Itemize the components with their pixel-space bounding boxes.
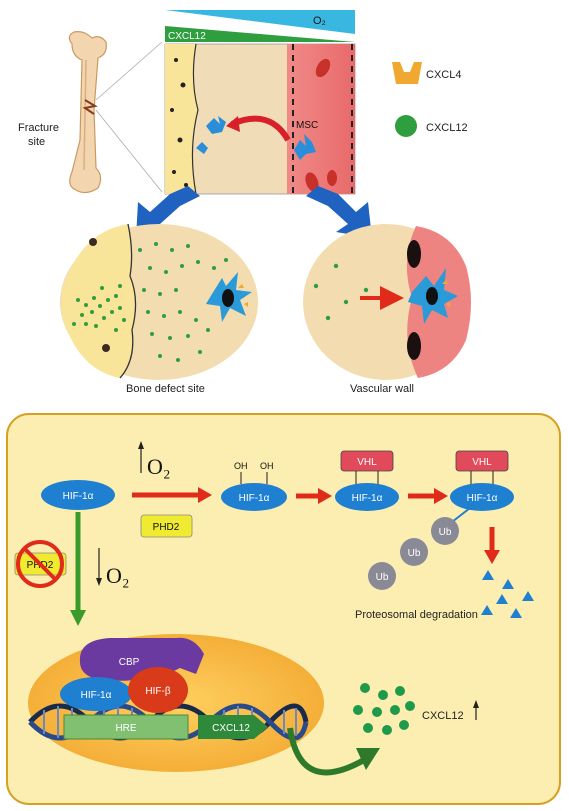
- ub-chain-link: [451, 507, 471, 523]
- hif1a-start: [41, 480, 115, 510]
- legend: CXCL4 CXCL12: [392, 62, 468, 137]
- hif-beta-label: HIF-β: [145, 686, 170, 697]
- migration-arrow: [230, 115, 291, 142]
- proteosomal-label: Proteosomal degradation: [355, 609, 478, 621]
- vhl-box-2: [455, 450, 509, 472]
- expression-arrow: [287, 727, 366, 776]
- vhl-box-1: [340, 450, 394, 472]
- zoom-line-bottom: [95, 109, 163, 193]
- fracture-label-2: site: [28, 136, 45, 148]
- inhibition-slash: [22, 546, 58, 582]
- legend-cxcl4-label: CXCL4: [426, 69, 461, 81]
- cxcl12-gradient-label: CXCL12: [168, 31, 206, 42]
- cbp-protein: [79, 637, 204, 681]
- phd2-label: PHD2: [153, 522, 180, 533]
- legend-cxcl12-label: CXCL12: [426, 122, 468, 134]
- bone-defect-label: Bone defect site: [126, 383, 205, 395]
- cxcl12-protein-dots: [353, 683, 415, 735]
- hre-box: [63, 714, 189, 740]
- femur-bone: [68, 31, 107, 194]
- ub-2-label: Ub: [408, 548, 421, 559]
- hif1a-ubiquitinated: [450, 483, 514, 511]
- hif1a-vhl-bound-label: HIF-1α: [352, 493, 383, 504]
- vascular-wall-circle: [303, 224, 471, 380]
- ub-2: [400, 538, 428, 566]
- hif1a-ubiquitinated-label: HIF-1α: [467, 493, 498, 504]
- vhl-label-1: VHL: [357, 457, 377, 468]
- cxcl12-dots-bone: [72, 242, 228, 362]
- blue-arrow-right: [306, 186, 372, 238]
- ub-3-label: Ub: [376, 572, 389, 583]
- hre-label: HRE: [115, 723, 136, 734]
- cxcl12-gene: [198, 715, 268, 739]
- hif1a-nuclear: [60, 677, 132, 711]
- hif-beta: [128, 667, 188, 713]
- oxygen-gradient-bar: O₂: [165, 10, 355, 34]
- cxcl12-gradient-bar: CXCL12: [165, 26, 355, 42]
- cxcl12-gene-label: CXCL12: [212, 723, 250, 734]
- ub-1: [431, 517, 459, 545]
- msc-cell-vessel: [294, 134, 316, 160]
- msc-label: MSC: [296, 120, 318, 131]
- cbp-label: CBP: [119, 657, 140, 668]
- msc-cell-bone-1: [206, 116, 226, 134]
- ub-1-label: Ub: [439, 527, 452, 538]
- hif1a-hydroxylated-label: HIF-1α: [239, 493, 270, 504]
- msc-cell-bone-2: [196, 142, 208, 154]
- ub-3: [368, 562, 396, 590]
- o2-high-label: O₂: [147, 454, 171, 479]
- zoom-line-top: [95, 41, 163, 101]
- oh-label-1: OH: [234, 461, 248, 471]
- bone-defect-circle: [60, 223, 258, 380]
- hif1a-nuclear-label: HIF-1α: [81, 690, 112, 701]
- oh-label-2: OH: [260, 461, 274, 471]
- phd2-box: [140, 514, 193, 538]
- hif1a-hydroxylated: [221, 483, 287, 511]
- hif1a-start-label: HIF-1α: [63, 491, 94, 502]
- zoom-box: MSC: [164, 43, 356, 195]
- o2-low-label: O₂: [106, 563, 130, 588]
- vhl-label-2: VHL: [472, 457, 492, 468]
- fracture-label-1: Fracture: [18, 122, 59, 134]
- inhibition-icon: [16, 540, 64, 588]
- o2-gradient-label: O₂: [313, 15, 326, 27]
- hif1a-vhl-bound: [335, 483, 399, 511]
- vascular-wall-label: Vascular wall: [350, 383, 414, 395]
- legend-cxcl12-icon: [395, 115, 417, 137]
- cxcl12-up-label: CXCL12: [422, 710, 464, 722]
- legend-cxcl4-icon: [392, 62, 422, 84]
- degradation-fragments: [481, 570, 534, 618]
- cxcl12-dots-vascular: [313, 263, 369, 321]
